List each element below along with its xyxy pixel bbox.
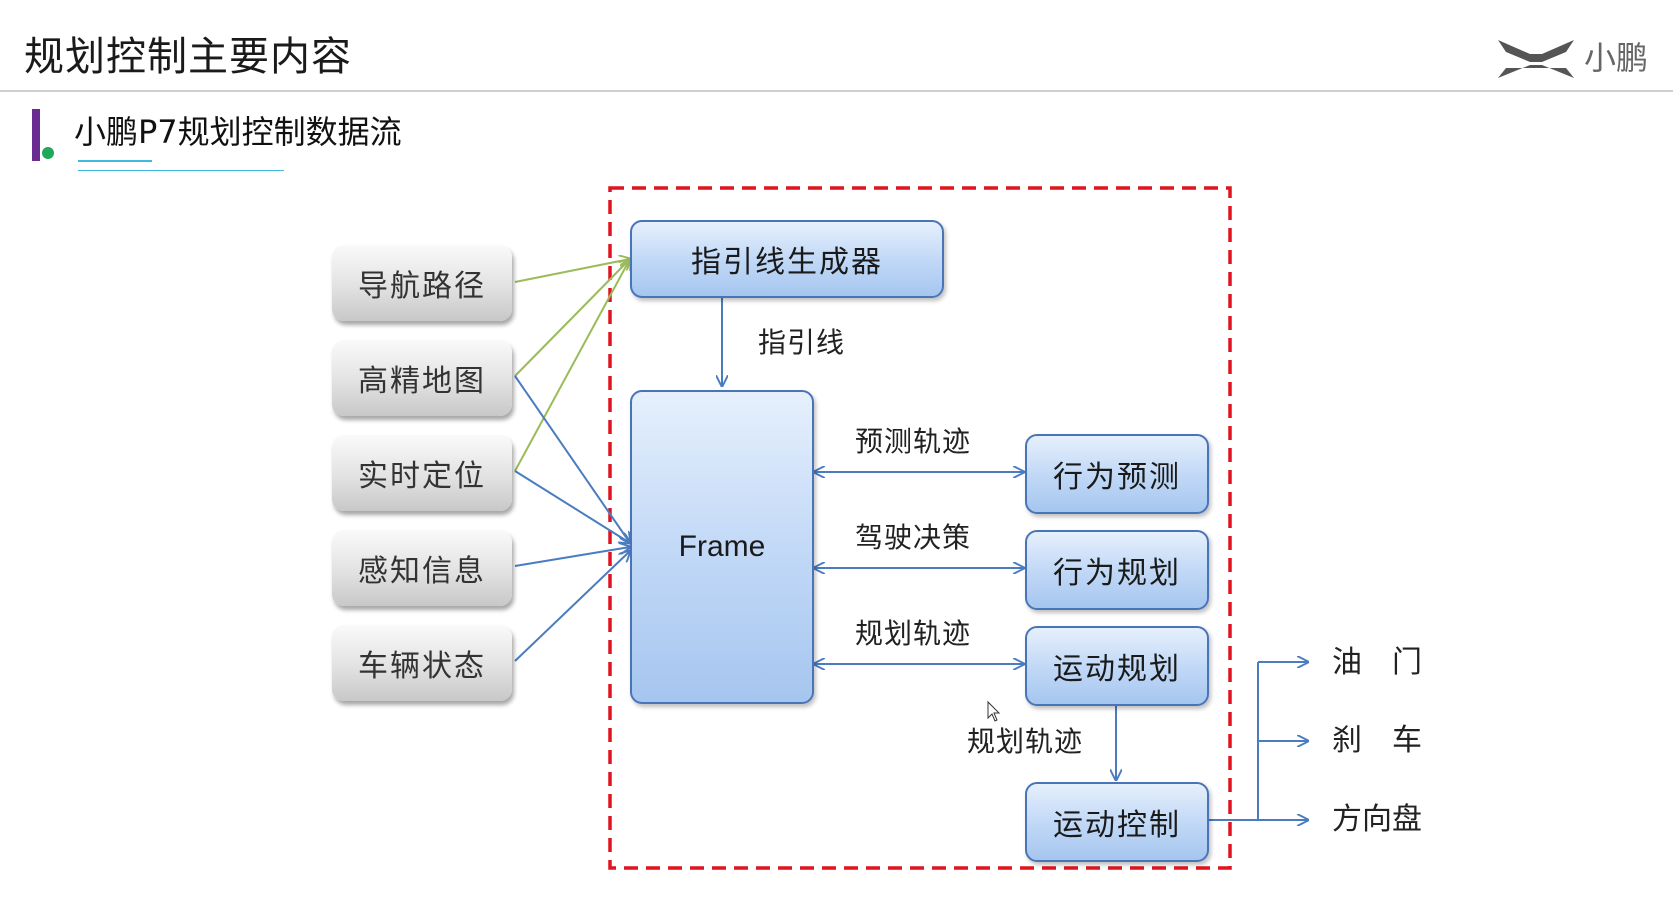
output-throttle: 油 门 (1332, 645, 1422, 680)
input-hd-map: 高精地图 (332, 340, 512, 416)
subtitle-underline (78, 170, 284, 171)
output-brake: 刹 车 (1332, 723, 1422, 758)
planned-trajectory-label-2: 规划轨迹 (967, 725, 1084, 758)
guide-line-label: 指引线 (758, 326, 846, 359)
mouse-cursor-icon (987, 700, 1001, 722)
output-steering: 方向盘 (1332, 802, 1422, 837)
guide-line-generator: 指引线生成器 (630, 220, 944, 298)
input-localization: 实时定位 (332, 435, 512, 511)
nav-to-generator-arrow (514, 259, 630, 283)
loc-to-frame-arrow (514, 470, 630, 543)
planned-trajectory-label: 规划轨迹 (855, 617, 972, 650)
loc-to-generator-arrow (514, 259, 630, 472)
brand-name: 小鹏 (1584, 39, 1649, 77)
subtitle-accent-dot (42, 147, 54, 159)
title-divider (0, 90, 1673, 92)
driving-decision-label: 驾驶决策 (855, 521, 972, 554)
brand-logo: 小鹏 (1496, 34, 1673, 82)
frame-box: Frame (630, 390, 814, 704)
map-to-frame-arrow (514, 375, 630, 543)
map-to-generator-arrow (514, 259, 630, 377)
input-nav-route: 导航路径 (332, 245, 512, 321)
predict-trajectory-label: 预测轨迹 (855, 425, 972, 458)
subtitle-accent-bar (32, 109, 40, 161)
motion-planning-box: 运动规划 (1025, 626, 1209, 706)
subtitle-underline (78, 160, 152, 162)
vehicle-to-frame-arrow (514, 551, 630, 662)
input-vehicle-state: 车辆状态 (332, 625, 512, 701)
motion-control-box: 运动控制 (1025, 782, 1209, 862)
behavior-prediction-box: 行为预测 (1025, 434, 1209, 514)
planning-control-boundary (608, 186, 1232, 870)
perception-to-frame-arrow (514, 547, 630, 567)
section-subtitle: 小鹏P7规划控制数据流 (74, 113, 402, 151)
behavior-planning-box: 行为规划 (1025, 530, 1209, 610)
input-perception: 感知信息 (332, 530, 512, 606)
xpeng-logo-icon (1498, 40, 1574, 78)
slide-title: 规划控制主要内容 (24, 34, 352, 80)
